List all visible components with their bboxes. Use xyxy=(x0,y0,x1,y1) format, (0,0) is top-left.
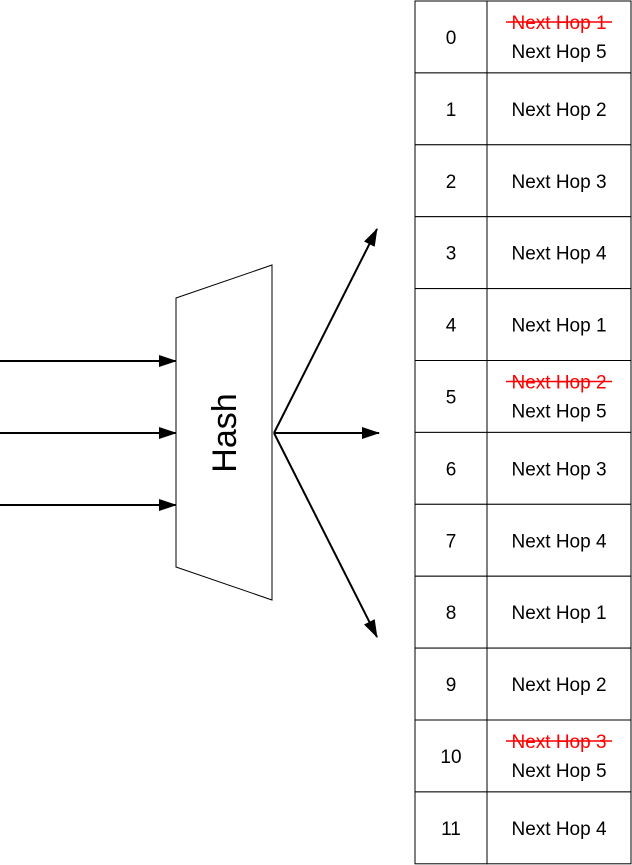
hop-cell xyxy=(486,360,632,433)
row-index: 1 xyxy=(446,100,457,121)
index-cell xyxy=(414,791,488,865)
hop-cell xyxy=(486,719,632,793)
row-index: 6 xyxy=(446,459,457,480)
index-cell xyxy=(414,144,488,218)
next-hop-value: Next Hop 5 xyxy=(511,761,606,782)
next-hop-value: Next Hop 1 xyxy=(511,316,606,337)
hop-cell xyxy=(486,791,632,865)
row-index: 9 xyxy=(446,675,457,696)
table-row: 0 Next Hop 1 Next Hop 5 xyxy=(414,0,632,74)
output-arrow-down xyxy=(273,432,378,638)
next-hop-value: Next Hop 4 xyxy=(511,244,606,265)
hop-cell xyxy=(486,503,632,577)
index-cell xyxy=(414,72,488,146)
table-row: 9 Next Hop 2 xyxy=(414,647,632,721)
row-index: 5 xyxy=(446,387,457,408)
hash-label: Hash xyxy=(206,393,244,472)
hop-cell xyxy=(486,647,632,721)
hop-cell xyxy=(486,0,632,74)
hop-cell xyxy=(486,431,632,505)
next-hop-value: Next Hop 1 xyxy=(511,603,606,624)
row-index: 2 xyxy=(446,172,457,193)
table-row: 10 Next Hop 3 Next Hop 5 xyxy=(414,719,632,793)
index-cell xyxy=(414,503,488,577)
row-index: 7 xyxy=(446,531,457,552)
hop-cell xyxy=(486,72,632,146)
table-row: 6 Next Hop 3 xyxy=(414,431,632,505)
next-hop-value: Next Hop 3 xyxy=(511,172,606,193)
hop-cell xyxy=(486,575,632,649)
struck-old-hop: Next Hop 3 xyxy=(511,732,606,753)
struck-old-hop: Next Hop 1 xyxy=(511,13,606,34)
index-cell xyxy=(414,575,488,649)
next-hop-value: Next Hop 5 xyxy=(511,42,606,63)
table-row: 8 Next Hop 1 xyxy=(414,575,632,649)
next-hop-value: Next Hop 2 xyxy=(511,675,606,696)
table-row: 7 Next Hop 4 xyxy=(414,503,632,577)
hash-function-box xyxy=(175,264,273,601)
row-index: 0 xyxy=(446,28,457,49)
row-index: 4 xyxy=(446,316,457,337)
table-row: 3 Next Hop 4 xyxy=(414,216,632,290)
index-cell xyxy=(414,719,488,793)
row-index: 11 xyxy=(441,819,461,840)
table-row: 4 Next Hop 1 xyxy=(414,288,632,362)
table-row: 5 Next Hop 2 Next Hop 5 xyxy=(414,360,632,433)
next-hop-value: Next Hop 2 xyxy=(511,100,606,121)
hop-cell xyxy=(486,216,632,290)
next-hop-value: Next Hop 3 xyxy=(511,459,606,480)
row-index: 8 xyxy=(446,603,457,624)
hop-cell xyxy=(486,288,632,362)
index-cell xyxy=(414,360,488,433)
next-hop-value: Next Hop 4 xyxy=(511,531,606,552)
index-cell xyxy=(414,647,488,721)
output-arrow-up xyxy=(273,228,378,434)
table-row: 1 Next Hop 2 xyxy=(414,72,632,146)
struck-old-hop: Next Hop 2 xyxy=(511,373,606,394)
table-row: 2 Next Hop 3 xyxy=(414,144,632,218)
row-index: 3 xyxy=(446,244,457,265)
next-hop-value: Next Hop 4 xyxy=(511,819,606,840)
next-hop-value: Next Hop 5 xyxy=(511,402,606,423)
row-index: 10 xyxy=(440,747,461,768)
table-row: 11 Next Hop 4 xyxy=(414,791,632,865)
